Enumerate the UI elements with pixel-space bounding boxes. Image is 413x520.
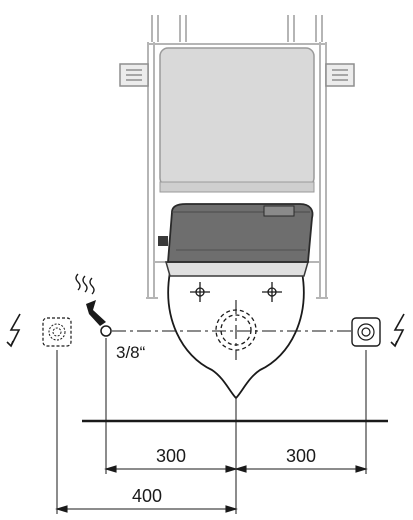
dimension-line-300: [104, 465, 368, 473]
electrical-socket-icon: [357, 323, 375, 341]
extension-lines: [56, 338, 367, 514]
electrical-socket-icon: [48, 323, 66, 341]
cistern: [159, 47, 315, 193]
power-supply-icon: [390, 313, 405, 348]
water-inlet-icon: [75, 273, 106, 326]
electrical-socket-left: [42, 317, 72, 347]
mounting-bolt-right: [262, 282, 282, 302]
seat-unit: [158, 203, 314, 277]
dimension-label-outer: 400: [132, 486, 162, 506]
pipe-size-label: 3/8“: [116, 343, 146, 362]
right-bracket: [325, 63, 355, 87]
dimension-label-left: 300: [156, 446, 186, 466]
dimension-line-400: [55, 505, 238, 513]
left-bracket: [119, 63, 149, 87]
dimension-label-right: 300: [286, 446, 316, 466]
centerlines: [112, 300, 356, 360]
mounting-bolt-left: [190, 282, 210, 302]
electrical-socket-right: [351, 317, 381, 347]
water-connection-point: [100, 325, 112, 337]
power-supply-icon: [6, 313, 21, 348]
